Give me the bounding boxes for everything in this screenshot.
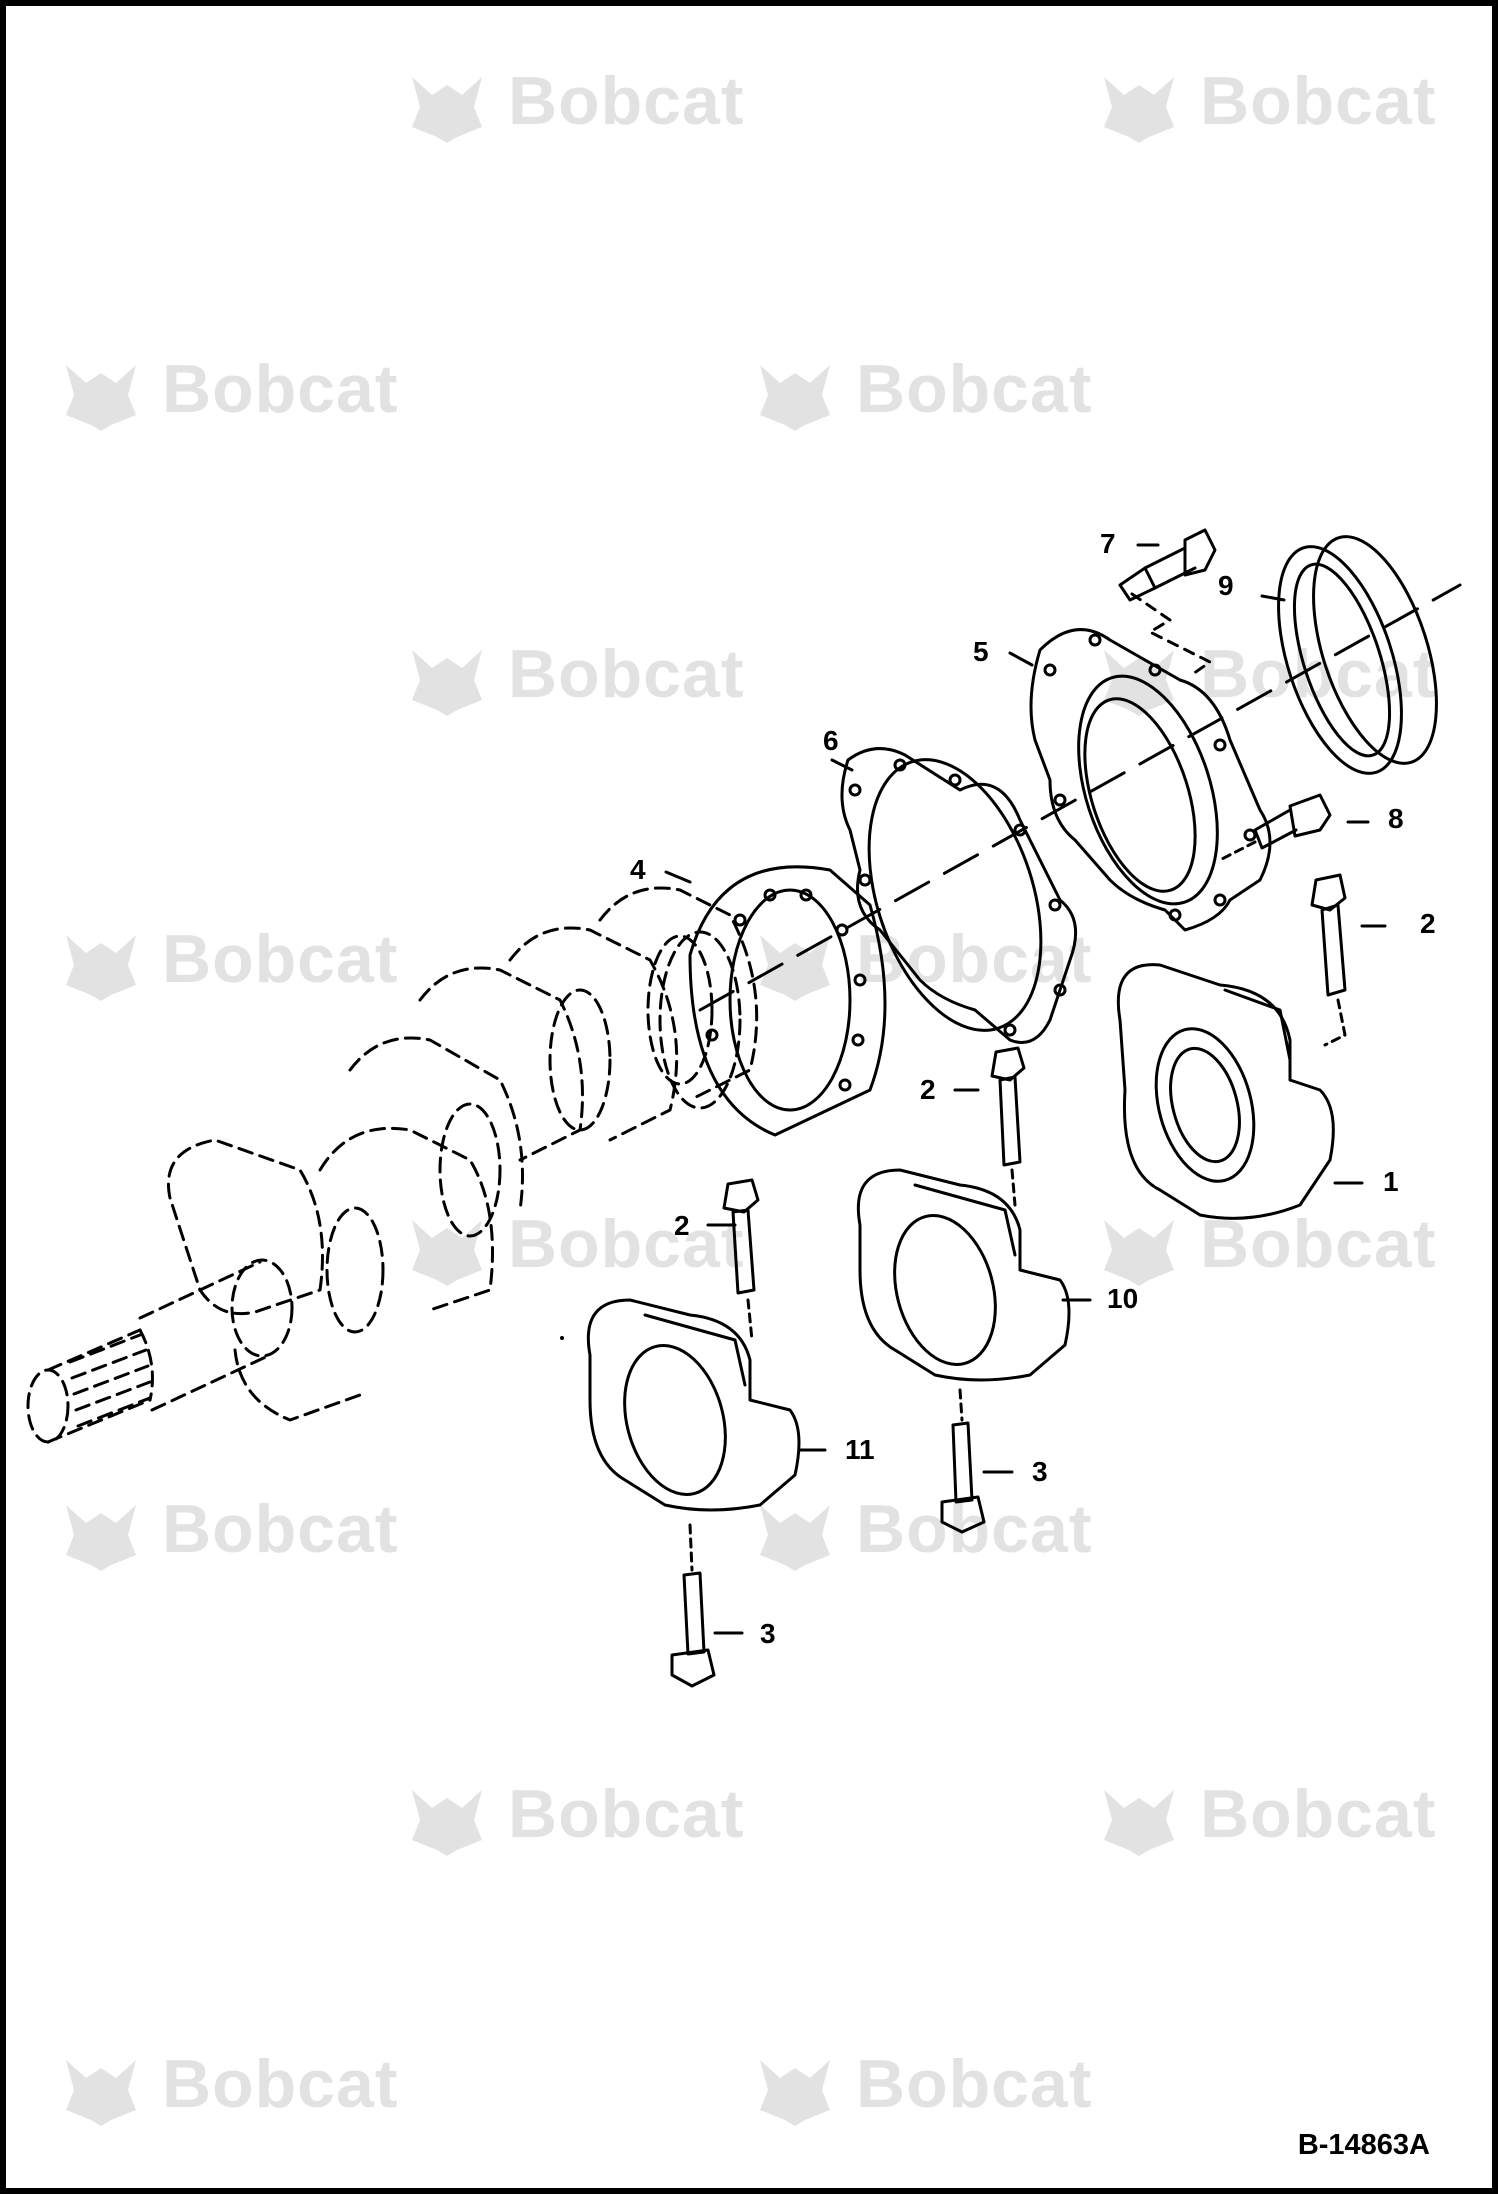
watermark: Bobcat <box>750 920 1092 1003</box>
bobcat-logo-icon <box>66 1505 136 1572</box>
part-9-seal <box>1277 535 1438 775</box>
bobcat-logo-icon <box>66 365 136 432</box>
part-5-housing <box>1029 628 1272 932</box>
watermark: Bobcat <box>402 62 744 145</box>
watermark: Bobcat <box>56 1490 398 1573</box>
watermark: Bobcat <box>56 920 398 1003</box>
callout-10: 10 <box>1107 1283 1139 1314</box>
part-10-bearing-cap <box>856 1168 1071 1382</box>
callout-5: 5 <box>973 636 989 667</box>
watermark: Bobcat <box>402 1775 744 1858</box>
callout-8: 8 <box>1388 803 1404 834</box>
part-7-bolt <box>1118 528 1217 678</box>
part-2-bolt-lower <box>722 1178 760 1342</box>
bobcat-logo-icon <box>1104 1790 1174 1857</box>
part-3-bolt-middle <box>940 1388 986 1534</box>
crankshaft <box>26 886 759 1444</box>
callout-2: 2 <box>674 1210 690 1241</box>
part-2-bolt-upper <box>1310 873 1347 1047</box>
watermark: Bobcat <box>1094 62 1436 145</box>
bobcat-logo-icon <box>412 650 482 717</box>
watermark: Bobcat <box>1094 1775 1436 1858</box>
watermark: Bobcat <box>402 1205 744 1288</box>
part-2-bolt-middle <box>990 1046 1026 1207</box>
part-11-bearing-cap <box>586 1298 801 1512</box>
callout-7: 7 <box>1100 528 1116 559</box>
callout-4: 4 <box>630 854 646 885</box>
callout-2: 2 <box>920 1074 936 1105</box>
bobcat-logo-icon <box>66 2060 136 2127</box>
bobcat-logo-icon <box>412 1790 482 1857</box>
part-4-plate <box>688 865 887 1137</box>
callout-6: 6 <box>823 725 839 756</box>
watermark: Bobcat <box>750 350 1092 433</box>
bobcat-logo-icon <box>412 77 482 144</box>
callout-3: 3 <box>1032 1456 1048 1487</box>
callout-2: 2 <box>1420 908 1436 939</box>
artifact-dot <box>560 1336 564 1340</box>
watermark: Bobcat <box>56 2045 398 2128</box>
bobcat-logo-icon <box>760 2060 830 2127</box>
bobcat-logo-icon <box>1104 1220 1174 1287</box>
bobcat-logo-icon <box>760 1505 830 1572</box>
bobcat-logo-icon <box>760 365 830 432</box>
bobcat-logo-icon <box>412 1220 482 1287</box>
bobcat-logo-icon <box>1104 77 1174 144</box>
part-3-bolt-lower <box>670 1523 716 1688</box>
callout-3: 3 <box>760 1618 776 1649</box>
part-6-gasket <box>840 747 1078 1044</box>
callout-9: 9 <box>1218 570 1234 601</box>
callout-11: 11 <box>845 1434 875 1465</box>
callout-1: 1 <box>1383 1166 1399 1197</box>
watermark: Bobcat <box>402 635 744 718</box>
part-1-bearing-cap <box>1116 963 1335 1220</box>
bobcat-logo-icon <box>760 935 830 1002</box>
bobcat-logo-icon <box>66 935 136 1002</box>
watermark: Bobcat <box>56 350 398 433</box>
leader-lines <box>664 543 1387 1635</box>
watermark: Bobcat <box>750 2045 1092 2128</box>
watermark: Bobcat <box>750 1490 1092 1573</box>
part-8-bolt <box>1218 793 1332 862</box>
figure-reference-number: B-14863A <box>1297 2129 1430 2161</box>
center-axis-line <box>698 583 1462 1012</box>
